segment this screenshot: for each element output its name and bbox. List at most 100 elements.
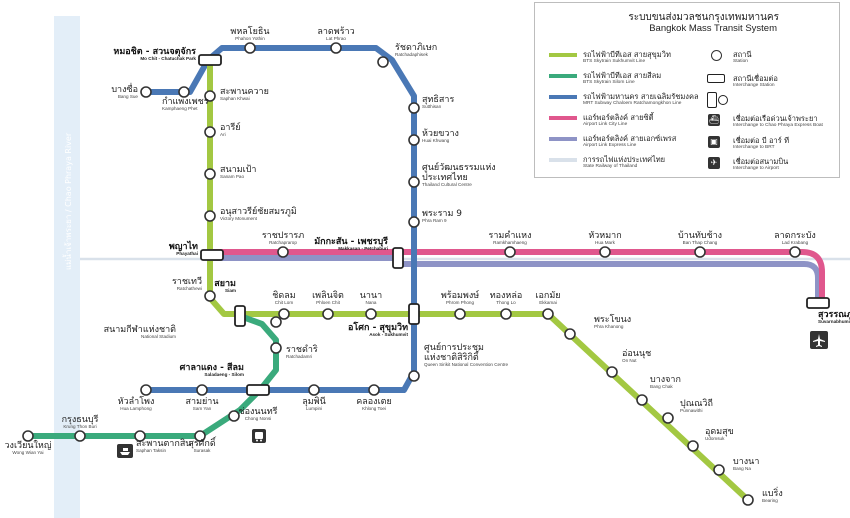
station-label-en: On Nut	[622, 358, 637, 363]
station-marker	[606, 366, 618, 378]
station-phra-ram-9[interactable]	[408, 216, 420, 228]
station-sutthisan[interactable]	[408, 102, 420, 114]
station-bang-na[interactable]	[713, 464, 725, 476]
station-marker	[74, 430, 86, 442]
station-marker	[500, 308, 512, 320]
station-sanam-pao[interactable]	[204, 168, 216, 180]
interchange-marker	[392, 247, 404, 269]
station-chit-lom[interactable]	[278, 308, 290, 320]
station-saphan-taksin[interactable]	[134, 430, 146, 442]
station-ari[interactable]	[204, 126, 216, 138]
station-bang-sue[interactable]	[140, 86, 152, 98]
legend-symbol-label-th: เชื่อมต่อ บี อาร์ ที	[733, 136, 790, 145]
station-label-th: กำแพงเพชร	[162, 96, 209, 107]
station-ratchaprarop[interactable]	[277, 246, 289, 258]
station-label-th: คลองเตย	[356, 397, 392, 407]
station-kamphaeng-phet[interactable]	[178, 86, 190, 98]
station-bang-chak[interactable]	[636, 394, 648, 406]
station-saphan-khwai[interactable]	[204, 90, 216, 102]
station-queen-sirikit-national-convention-centre[interactable]	[408, 370, 420, 382]
station-udomsuk[interactable]	[687, 440, 699, 452]
station-label-en: Bang Sue	[118, 94, 139, 99]
station-label-en: Phra Ram 9	[422, 218, 447, 223]
station-ratchadaphisek[interactable]	[377, 56, 389, 68]
station-label-th: สยาม	[214, 279, 236, 289]
station-ban-thap-chang[interactable]	[694, 246, 706, 258]
station-thong-lo[interactable]	[500, 308, 512, 320]
station-marker	[196, 384, 208, 396]
station-mo-chit-chatuchak-park[interactable]	[198, 54, 222, 66]
station-bearing[interactable]	[742, 494, 754, 506]
station-saladaeng-silom[interactable]	[246, 384, 270, 396]
station-lumpini[interactable]	[308, 384, 320, 396]
station-label-th: ราชเทวี	[172, 276, 202, 287]
station-label-en: Sam Yan	[193, 406, 212, 411]
station-ekkamai[interactable]	[542, 308, 554, 320]
legend-swatch	[549, 116, 577, 120]
station-lat-phrao[interactable]	[330, 42, 342, 54]
station-thailand-cultural-centre[interactable]	[408, 176, 420, 188]
legend-swatch	[549, 158, 577, 162]
station-label-th: สนามกีฬาแห่งชาติ	[104, 324, 177, 335]
station-surasak[interactable]	[194, 430, 206, 442]
station-on-nut[interactable]	[606, 366, 618, 378]
station-label-th: อโศก - สุขุมวิท	[348, 321, 408, 333]
station-label-en: Bang Chak	[650, 384, 673, 389]
station-hua-lamphong[interactable]	[140, 384, 152, 396]
station-wong-wian-yai[interactable]	[22, 430, 34, 442]
legend-symbol-label-en: Station	[733, 59, 748, 64]
station-label-en: Thong Lo	[496, 300, 516, 305]
legend-line-label-en: Airport Link Express Line	[583, 143, 637, 148]
station-hua-mark[interactable]	[599, 246, 611, 258]
station-asok-sukhumvit[interactable]	[408, 303, 420, 325]
interchange-marker	[234, 305, 246, 327]
station-nana[interactable]	[365, 308, 377, 320]
station-krung-thon-buri[interactable]	[74, 430, 86, 442]
station-marker	[377, 56, 389, 68]
station-label-th: พร้อมพงษ์	[441, 289, 480, 301]
legend-symbol-label-en: Interchange to Airport	[733, 166, 779, 171]
station-ramkhamhaeng[interactable]	[504, 246, 516, 258]
station-suvarnabhumi-airport[interactable]	[806, 297, 830, 309]
station-label-en: Phahon Yothin	[235, 36, 265, 41]
station-huai-khwang[interactable]	[408, 134, 420, 146]
station-national-stadium[interactable]	[270, 316, 282, 328]
station-label-en: Saphan Khwai	[220, 96, 250, 101]
station-label-en: Krung Thon Buri	[63, 424, 96, 429]
station-label-en: Phloen Chit	[316, 300, 340, 305]
station-label-en: Suvarnabhumi Airport	[818, 319, 850, 324]
station-label-th: สุรศักดิ์	[188, 436, 217, 449]
station-marker	[742, 494, 754, 506]
station-makkasan-petchaburi[interactable]	[392, 247, 404, 269]
legend-line-label-en: BTS Skytrain Sukhumvit Line	[583, 59, 646, 64]
station-sam-yan[interactable]	[196, 384, 208, 396]
station-label-th: ทองหล่อ	[490, 291, 523, 301]
boat-icon	[117, 444, 133, 458]
station-khlong-toei[interactable]	[368, 384, 380, 396]
station-phayathai[interactable]	[200, 249, 224, 261]
legend-line-label-th: การรถไฟแห่งประเทศไทย	[583, 155, 666, 164]
station-label-th: ราชปรารภ	[262, 231, 304, 241]
station-siam[interactable]	[234, 305, 246, 327]
station-chong-nonsi[interactable]	[228, 410, 240, 422]
station-punnawithi[interactable]	[662, 412, 674, 424]
station-phloen-chit[interactable]	[322, 308, 334, 320]
station-lad-krabang[interactable]	[789, 246, 801, 258]
station-label-en: Ari	[220, 132, 226, 137]
legend-line-arl_city: แอร์พอร์ตลิงค์ สายซิตี้Airport Link City…	[549, 112, 699, 130]
station-phra-khanong[interactable]	[564, 328, 576, 340]
station-label-th: พญาไท	[169, 240, 198, 252]
station-marker	[330, 42, 342, 54]
station-phrom-phong[interactable]	[454, 308, 466, 320]
station-victory-monument[interactable]	[204, 210, 216, 222]
station-marker	[308, 384, 320, 396]
interchange-marker	[806, 297, 830, 309]
station-ratchathewi[interactable]	[204, 290, 216, 302]
station-ratchadamri[interactable]	[270, 342, 282, 354]
station-label-en: Khlong Toei	[362, 406, 386, 411]
station-label-en: Surasak	[194, 448, 212, 453]
station-phahon-yothin[interactable]	[244, 42, 256, 54]
